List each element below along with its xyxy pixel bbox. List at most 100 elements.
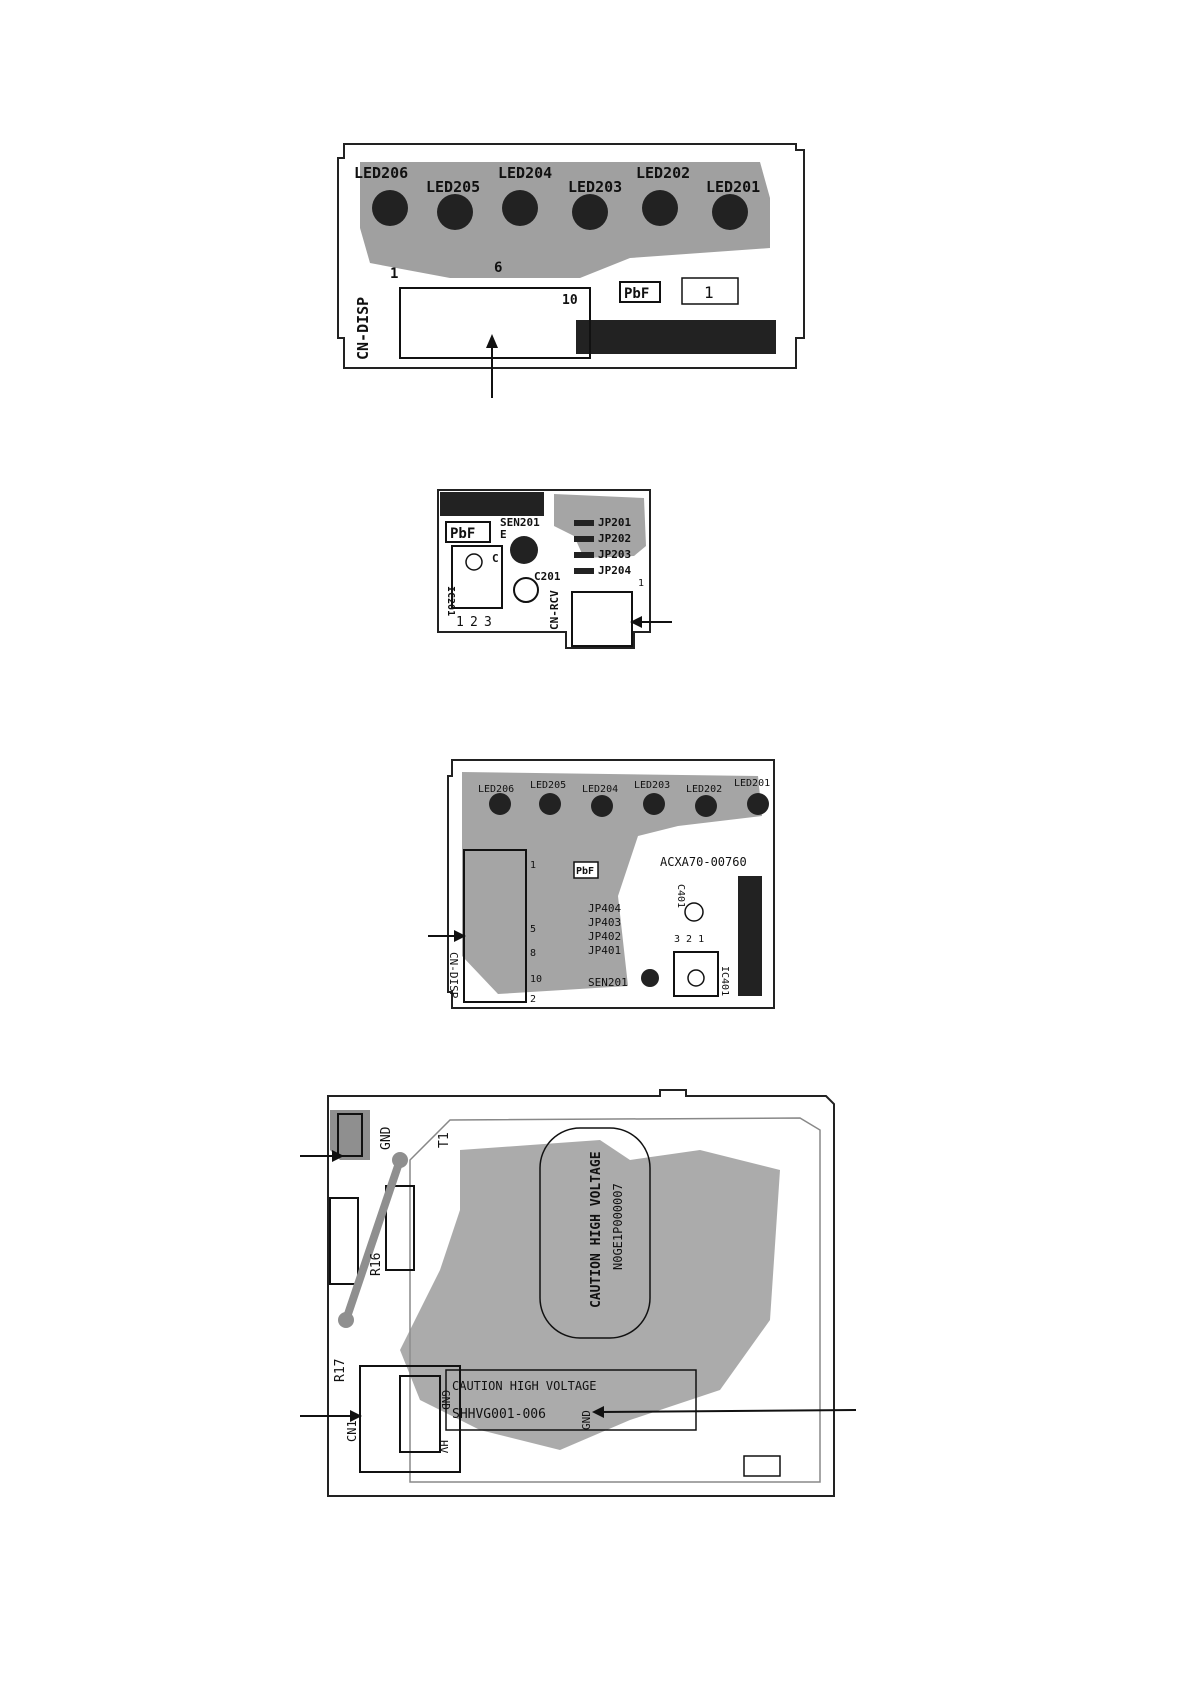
board-4-r16-body	[385, 1185, 415, 1271]
board-3-part-number: ACXA70-00760	[660, 855, 747, 869]
board-4-gnd-connector	[337, 1113, 363, 1157]
board-1-pbf-box	[619, 281, 661, 303]
board-3-ic-pins: 3 2 1	[674, 934, 704, 945]
board-1-copper-area	[360, 162, 770, 278]
board-3-led-label: LED202	[686, 784, 722, 795]
board-1-pin-10-label: 10	[562, 293, 578, 308]
led-label: LED205	[426, 178, 480, 196]
board-3-jumper-label: JP402	[588, 930, 621, 943]
board-1-display-pcb: LED206 LED205 LED204 LED203 LED202 LED20…	[337, 143, 805, 398]
board-2-sensor-label: SEN201	[500, 516, 540, 529]
board-1-connector-body	[399, 287, 591, 359]
board-4-r16-label: R16	[369, 1253, 384, 1276]
board-3-cap-label: C401	[675, 884, 686, 908]
board-2-jumper-label: JP203	[598, 548, 631, 561]
board-3-copper-area	[462, 772, 762, 994]
board-3-jumper-label: JP401	[588, 944, 621, 957]
board-2-capacitor	[513, 577, 539, 603]
led-label: LED204	[498, 164, 552, 182]
board-1-pin-1-label: 1	[390, 266, 398, 282]
board-3-ic-mark	[687, 969, 705, 987]
board-4-r-trace	[342, 1158, 404, 1322]
board-2-jumper-label: JP201	[598, 516, 631, 529]
board-1-led-labels: LED206 LED205 LED204 LED203 LED202 LED20…	[354, 164, 760, 196]
board-4-gnd-pad-area	[330, 1110, 370, 1160]
board-2-pbf-box	[445, 521, 491, 543]
board-3-pin-label: 1	[530, 860, 536, 871]
board-2-arrow-head	[630, 616, 642, 628]
board-2-pbf-label: PbF	[450, 526, 475, 542]
board-3-pin-label: 2	[530, 994, 536, 1005]
board-4-hv-zone	[539, 1127, 651, 1339]
board-4-hv-box	[445, 1369, 697, 1431]
board-2-pin-label: 1	[456, 615, 464, 630]
board-2-connector-body	[571, 591, 633, 647]
board-3-pin-label: 10	[530, 974, 542, 985]
board-4-small-label-box	[743, 1455, 781, 1477]
board-3-ic-label: IC401	[719, 966, 730, 996]
board-2-receiver-pcb: PbF SEN201 E C JP201 JP202 JP203 JP204 I…	[437, 489, 672, 649]
board-3-pin-label: 8	[530, 948, 536, 959]
board-3-led-label: LED205	[530, 780, 566, 791]
board-4-hv-label: HV	[437, 1440, 450, 1454]
board-4-cn1-body	[359, 1365, 461, 1473]
board-4-hv-arrow	[599, 1409, 857, 1413]
board-2-ic-body	[451, 545, 503, 609]
board-3-display-pcb: LED206 LED205 LED204 LED203 LED202 LED20…	[428, 759, 775, 1009]
board-4-gnd-right-label: GND	[580, 1410, 593, 1430]
board-2-connector-label: CN-RCV	[548, 590, 561, 630]
board-3-pbf-label: PbF	[576, 866, 594, 877]
board-4-part-horizontal: SHHVG001-006	[452, 1407, 546, 1422]
board-2-jumper-bars	[574, 520, 594, 574]
board-1-mark-box	[681, 277, 739, 305]
board-3-black-label-area	[738, 876, 762, 996]
board-2-jumper-label: JP202	[598, 532, 631, 545]
board-3-led-label: LED203	[634, 780, 670, 791]
board-2-pin-label: 3	[484, 615, 492, 630]
board-4-cn1-label: CN1	[345, 1420, 359, 1442]
board-4-cn1-inner	[399, 1375, 441, 1453]
board-3-jumper-label: JP404	[588, 902, 621, 915]
board-3-sensor-pad	[641, 969, 659, 987]
board-3-sensor-label: SEN201	[588, 976, 628, 989]
board-3-led-label: LED201	[734, 778, 770, 789]
board-4-t1-label: T1	[437, 1132, 452, 1148]
board-4-gnd-top-label: GND	[379, 1126, 394, 1150]
board-4-r16-pad	[392, 1152, 408, 1168]
board-4-cn1-arrow-head	[350, 1410, 362, 1422]
board-1-connector-label: CN-DISP	[354, 297, 372, 360]
board-1-black-label-area	[576, 320, 776, 354]
board-4-hv-arrow-head	[592, 1406, 604, 1418]
board-3-jumper-label: JP403	[588, 916, 621, 929]
board-3-led-pads	[489, 793, 769, 817]
board-1-arrow-head	[486, 334, 498, 348]
board-2-ic-mark	[465, 553, 483, 571]
board-2-cap-label: C201	[534, 570, 561, 583]
board-4-r17-body	[329, 1197, 359, 1285]
board-4-r17-label: R17	[333, 1359, 348, 1382]
board-4-r17-pad	[338, 1312, 354, 1328]
led-label: LED202	[636, 164, 690, 182]
board-4-caution-horizontal: CAUTION HIGH VOLTAGE	[452, 1379, 597, 1393]
board-3-pin-label: 5	[530, 924, 536, 935]
board-2-sensor-pad	[510, 536, 538, 564]
board-3-connector-label: CN-DISP	[447, 952, 460, 999]
board-2-sensor-e: E	[500, 528, 507, 541]
led-label: LED206	[354, 164, 408, 182]
board-1-mark-label: 1	[704, 283, 714, 302]
board-3-connector-body	[463, 849, 527, 1003]
board-4-caution-vertical: CAUTION HIGH VOLTAGE	[589, 1151, 604, 1308]
board-1-pin-6-label: 6	[494, 260, 502, 276]
board-1-led-pads	[372, 190, 748, 230]
board-1-pbf-label: PbF	[624, 286, 649, 302]
board-2-black-label-area	[440, 492, 544, 516]
board-3-led-label: LED206	[478, 784, 514, 795]
board-2-pin-label: 2	[470, 615, 478, 630]
board-4-gnd-arrow-head	[332, 1150, 344, 1162]
board-3-capacitor	[684, 902, 704, 922]
board-2-ic-label: IC201	[445, 586, 456, 616]
board-4-power-pcb: GND T1 R16 R17 CAUTION HIGH VOLTAGE N0GE…	[300, 1089, 857, 1497]
led-label: LED201	[706, 178, 760, 196]
board-3-arrow-head	[454, 930, 466, 942]
board-4-part-vertical: N0GE1P000007	[611, 1183, 625, 1270]
